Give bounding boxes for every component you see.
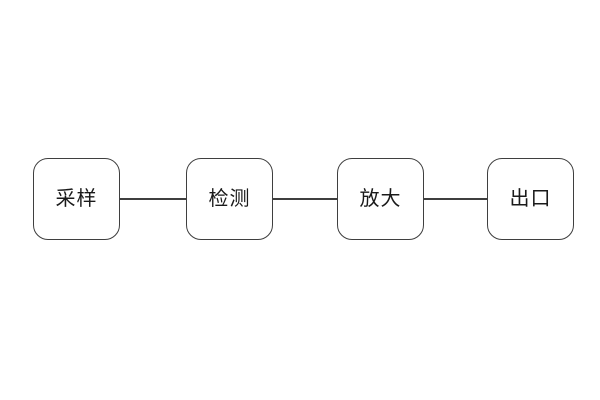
flow-node-outlet: 出口 (487, 158, 574, 240)
flow-node-amplify: 放大 (337, 158, 424, 240)
flow-node-sampling: 采样 (33, 158, 120, 240)
connector-detection-amplify (273, 198, 337, 200)
flow-node-detection: 检测 (186, 158, 273, 240)
node-label-outlet: 出口 (509, 188, 552, 210)
node-label-amplify: 放大 (359, 188, 402, 210)
node-label-detection: 检测 (208, 188, 251, 210)
connector-amplify-outlet (423, 198, 487, 200)
connector-sampling-detection (120, 198, 186, 200)
node-label-sampling: 采样 (55, 188, 98, 210)
